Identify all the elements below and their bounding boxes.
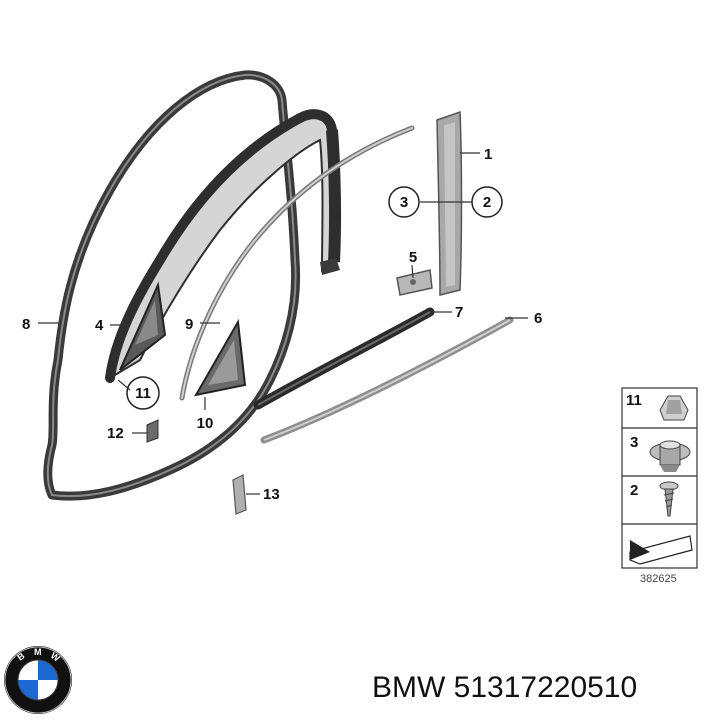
clip-icon bbox=[659, 395, 689, 421]
callout-3: 3 bbox=[400, 194, 408, 211]
callout-7: 7 bbox=[455, 304, 463, 321]
nut-icon bbox=[649, 440, 691, 472]
fastener-legend: 11 3 2 bbox=[621, 387, 698, 569]
callout-8: 8 bbox=[22, 316, 30, 333]
clip-small bbox=[232, 474, 247, 515]
screw-icon bbox=[659, 481, 679, 517]
pad bbox=[146, 419, 159, 443]
svg-text:B: B bbox=[15, 650, 26, 662]
callout-2: 2 bbox=[483, 194, 491, 211]
callout-1: 1 bbox=[484, 146, 492, 163]
drawing-number: 382625 bbox=[640, 573, 677, 585]
callout-11-circle bbox=[126, 376, 160, 410]
wedge-icon bbox=[629, 535, 693, 565]
callout-4: 4 bbox=[95, 317, 104, 334]
part-label: BMW 51317220510 bbox=[372, 671, 637, 704]
callout-12: 12 bbox=[107, 425, 124, 442]
legend-row-3: 3 bbox=[630, 434, 638, 451]
callout-11: 11 bbox=[135, 385, 151, 402]
callout-6: 6 bbox=[534, 310, 542, 327]
svg-text:M: M bbox=[34, 647, 42, 657]
callout-5: 5 bbox=[409, 249, 417, 266]
legend-row-2: 2 bbox=[630, 482, 638, 499]
callout-13: 13 bbox=[263, 486, 280, 503]
callout-2-circle bbox=[471, 186, 503, 218]
legend-row-11: 11 bbox=[626, 392, 642, 409]
callout-10: 10 bbox=[197, 415, 214, 432]
callout-9: 9 bbox=[185, 316, 193, 333]
callout-3-circle bbox=[388, 186, 420, 218]
bmw-logo: B M W bbox=[4, 646, 72, 714]
